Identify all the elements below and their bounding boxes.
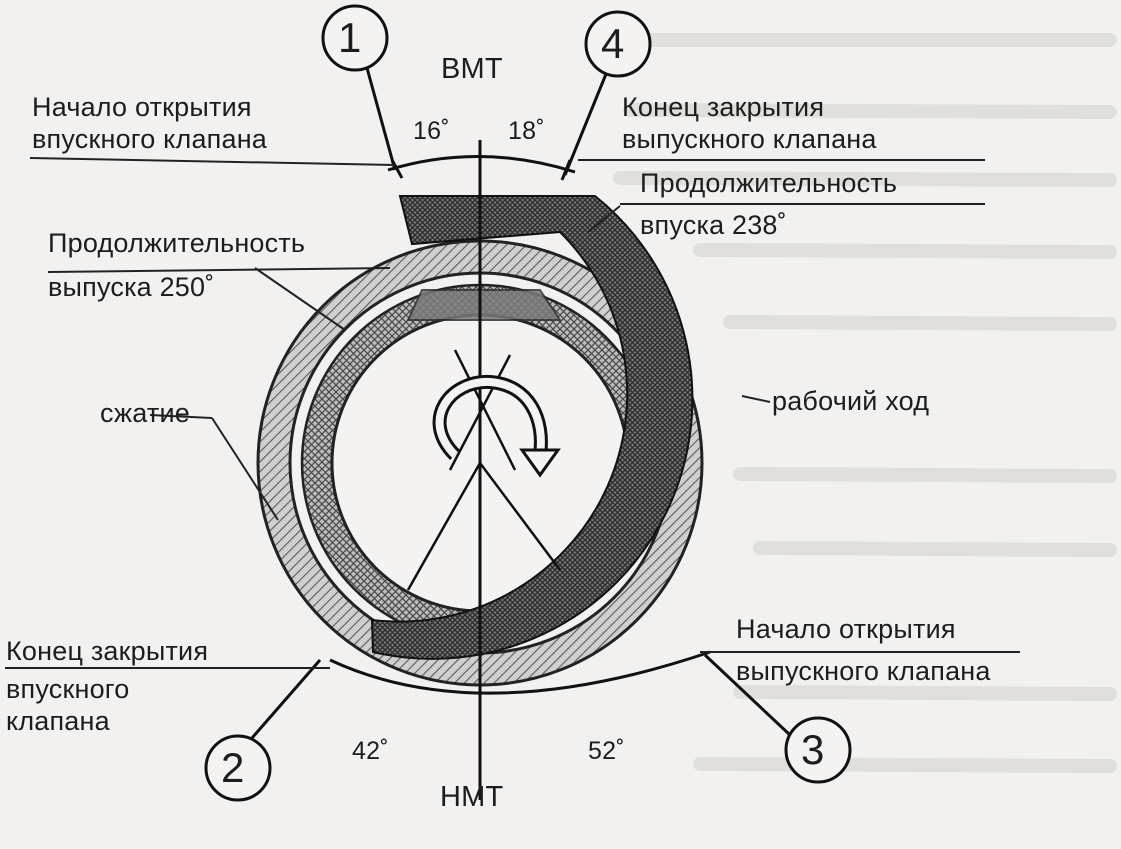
exhaust-close-label-1: Конец закрытия xyxy=(622,92,825,122)
angle-52: 52˚ xyxy=(588,737,625,765)
intake-open-label-2: впускного клапана xyxy=(32,124,268,154)
exhaust-close-label-2: выпускного клапана xyxy=(622,124,877,154)
rotation-arrowhead xyxy=(519,448,561,478)
marker-leaders xyxy=(250,67,792,739)
exhaust-duration-label-1: Продолжительность xyxy=(48,228,306,258)
marker-circles xyxy=(204,4,852,802)
top-angle-arc xyxy=(387,155,576,174)
overlap-wedge xyxy=(406,289,562,321)
compression-label: сжатие xyxy=(100,398,190,428)
power-stroke-label: рабочий ход xyxy=(772,386,930,416)
tdc-label: ВМТ xyxy=(441,53,503,85)
exhaust-open-label-1: Начало открытия xyxy=(736,614,956,644)
marker-4: 4 xyxy=(601,20,625,67)
intake-close-label-1: Конец закрытия xyxy=(6,636,209,666)
intake-close-label-2: впускного xyxy=(6,674,130,704)
intake-close-label-3: клапана xyxy=(6,706,110,736)
exhaust-open-label-2: выпускного клапана xyxy=(736,656,991,686)
intake-open-label-1: Начало открытия xyxy=(32,92,252,122)
rotation-arrow xyxy=(435,377,545,458)
background-scan-lines xyxy=(603,33,1117,773)
intake-duration-label-1: Продолжительность xyxy=(640,168,898,198)
marker-1: 1 xyxy=(338,14,362,61)
intake-band xyxy=(370,195,694,660)
label-leaders xyxy=(5,157,1020,669)
angle-16: 16˚ xyxy=(413,117,450,145)
intake-duration-label-2: впуска 238˚ xyxy=(640,210,787,240)
angle-18: 18˚ xyxy=(508,117,545,145)
marker-3: 3 xyxy=(801,726,825,773)
bottom-angle-arc xyxy=(329,650,711,695)
marker-2: 2 xyxy=(221,744,245,791)
inner-lines xyxy=(406,349,562,591)
bdc-label: НМТ xyxy=(440,781,504,813)
exhaust-duration-label-2: выпуска 250˚ xyxy=(48,272,215,302)
angle-42: 42˚ xyxy=(352,737,389,765)
